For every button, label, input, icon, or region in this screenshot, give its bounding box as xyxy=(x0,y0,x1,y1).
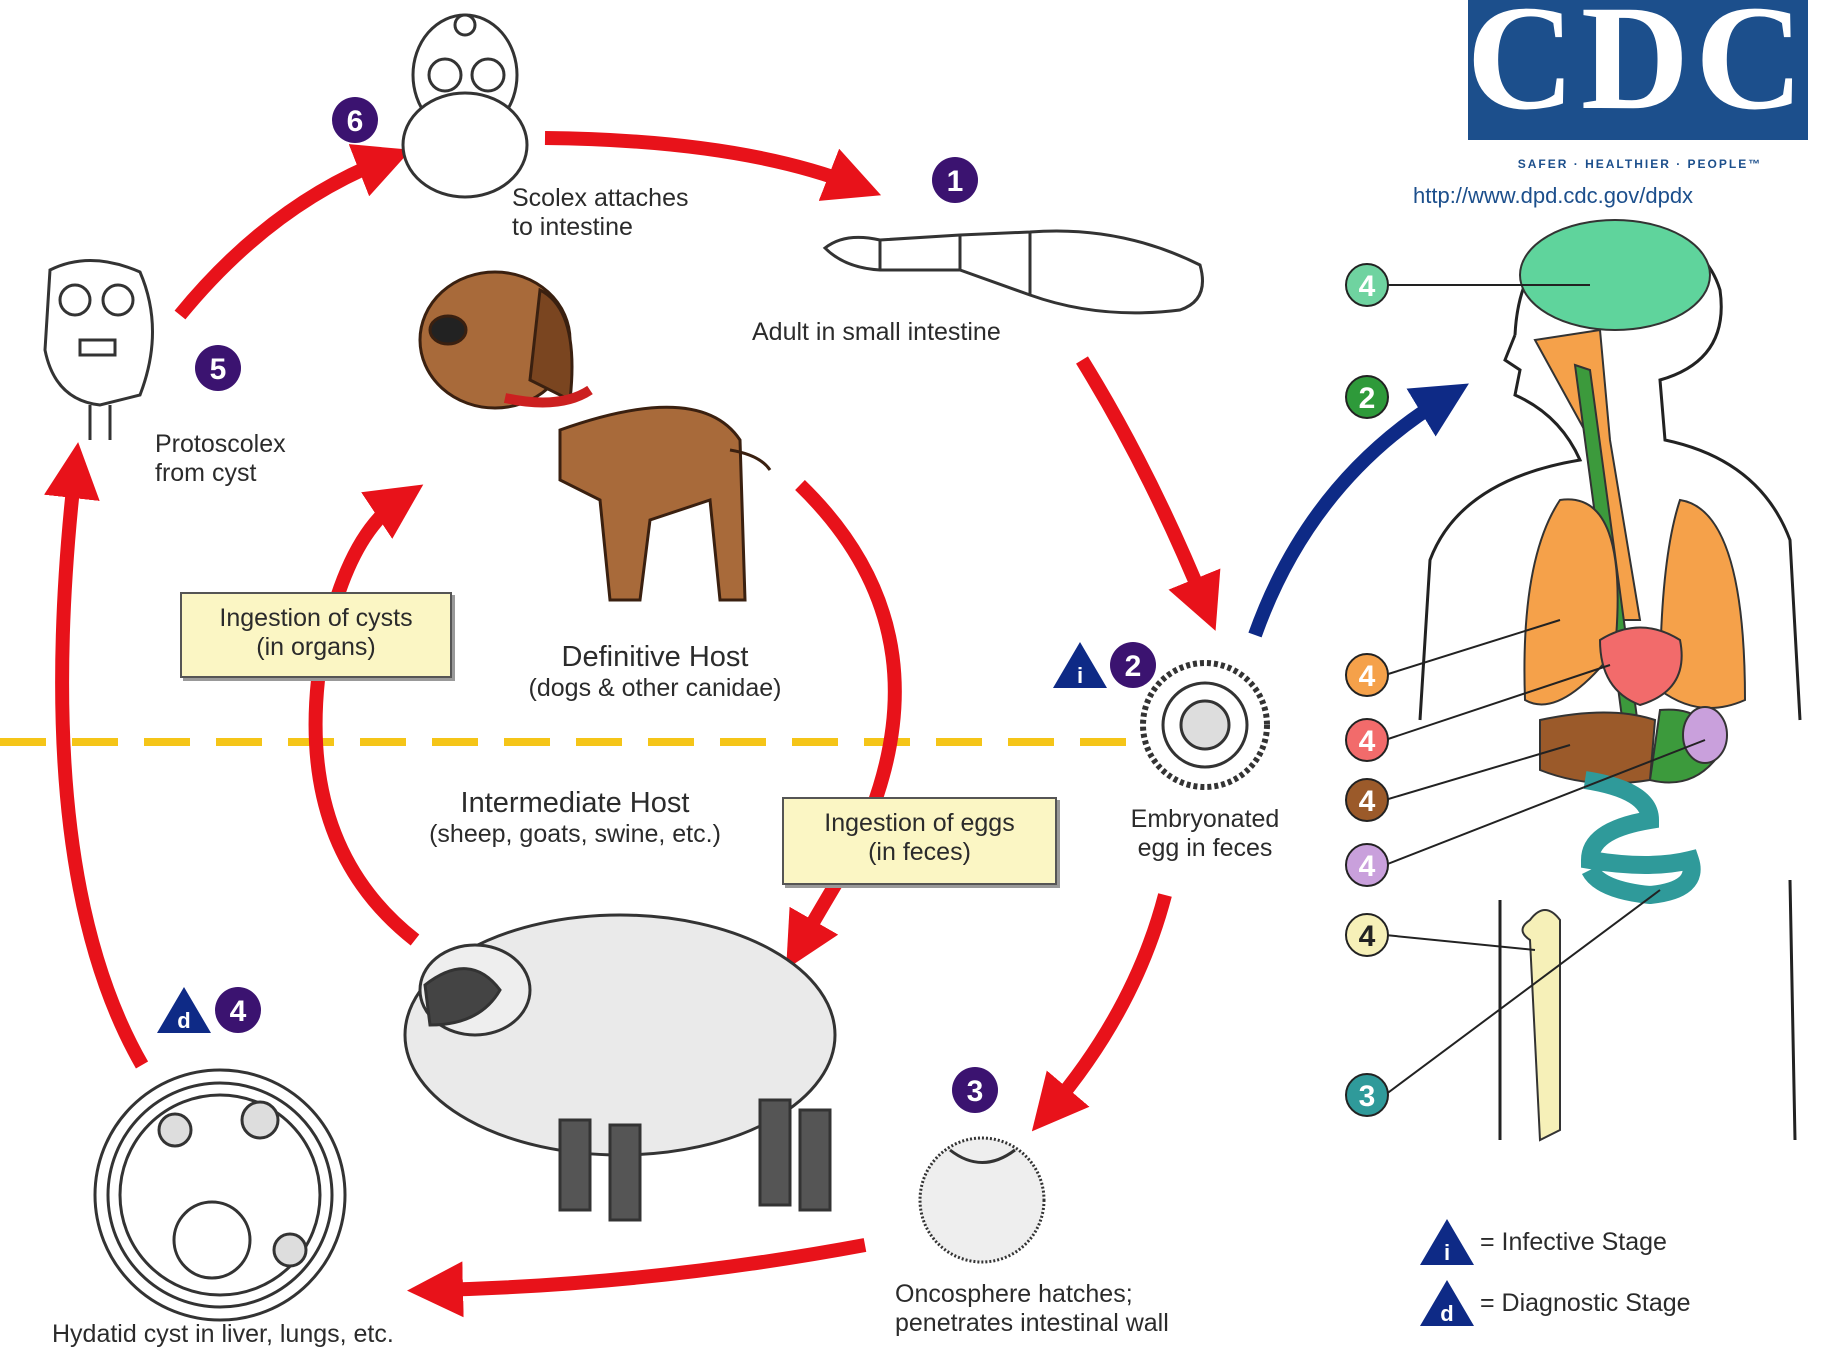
svg-text:d: d xyxy=(1440,1301,1453,1326)
oncosphere-illustration xyxy=(920,1138,1044,1262)
arrow-3-to-4 xyxy=(435,1245,865,1290)
ingestion-of-eggs-box: Ingestion of eggs(in feces) xyxy=(782,797,1057,885)
scolex-illustration xyxy=(403,15,527,197)
intestine-organ xyxy=(1585,780,1692,895)
arrow-6-to-1 xyxy=(545,138,855,185)
svg-text:CDC: CDC xyxy=(1467,0,1810,141)
human-badge-liver-text: 4 xyxy=(1359,785,1376,818)
human-badge-brain-text: 4 xyxy=(1359,270,1376,303)
human-badges: 4 2 4 4 4 4 4 3 xyxy=(1346,264,1388,1116)
sheep-illustration xyxy=(405,915,835,1220)
human-badge-bone-text: 4 xyxy=(1359,920,1376,953)
step-badge-3-text: 3 xyxy=(967,1075,984,1108)
human-badge-heart-text: 4 xyxy=(1359,725,1376,758)
intermediate-host-label: Intermediate Host (sheep, goats, swine, … xyxy=(385,786,765,849)
brain-organ xyxy=(1520,220,1710,330)
stage-4-label: Hydatid cyst in liver, lungs, etc. xyxy=(52,1320,394,1349)
stage-3-label: Oncosphere hatches;penetrates intestinal… xyxy=(895,1280,1169,1338)
step-badge-4-text: 4 xyxy=(230,995,247,1028)
step-badge-1-text: 1 xyxy=(947,165,964,198)
cdc-url-link[interactable]: http://www.dpd.cdc.gov/dpdx xyxy=(1413,183,1693,209)
human-badge-entry-text: 2 xyxy=(1359,382,1376,415)
cdc-logo: CDC xyxy=(1467,0,1810,141)
adult-worm-illustration xyxy=(825,231,1203,313)
svg-text:i: i xyxy=(1444,1240,1450,1265)
egg-illustration xyxy=(1143,663,1267,787)
svg-text:d: d xyxy=(177,1008,190,1033)
human-badge-spleen-text: 4 xyxy=(1359,850,1376,883)
human-badge-lungs-text: 4 xyxy=(1359,660,1376,693)
step-badge-2-text: 2 xyxy=(1125,650,1142,683)
human-organs xyxy=(1520,220,1745,1140)
bone-organ xyxy=(1523,910,1561,1140)
dog-illustration xyxy=(420,272,770,600)
stage-1-label: Adult in small intestine xyxy=(752,318,1001,347)
legend-infective-text: = Infective Stage xyxy=(1480,1228,1667,1257)
legend-diagnostic-text: = Diagnostic Stage xyxy=(1480,1289,1691,1318)
arrow-2-to-3 xyxy=(1050,895,1165,1110)
spleen-organ xyxy=(1683,707,1727,763)
arrow-egg-to-human xyxy=(1255,398,1445,635)
lungs-organ xyxy=(1524,499,1617,704)
arrow-1-to-2 xyxy=(1082,360,1205,605)
svg-text:i: i xyxy=(1077,663,1083,688)
step-badge-5-text: 5 xyxy=(210,353,227,386)
arrow-sheep-to-dog xyxy=(316,500,415,940)
protoscolex-illustration xyxy=(45,260,153,440)
arrow-4-to-5 xyxy=(62,470,142,1065)
arrow-5-to-6 xyxy=(180,160,385,315)
definitive-host-label: Definitive Host (dogs & other canidae) xyxy=(470,640,840,703)
hydatid-cyst-illustration xyxy=(95,1070,345,1320)
human-badge-intestine-text: 3 xyxy=(1359,1080,1376,1113)
cdc-tagline: SAFER · HEALTHIER · PEOPLE™ xyxy=(1470,150,1810,179)
step-badge-6-text: 6 xyxy=(347,105,364,138)
ingestion-of-cysts-box: Ingestion of cysts(in organs) xyxy=(180,592,452,678)
